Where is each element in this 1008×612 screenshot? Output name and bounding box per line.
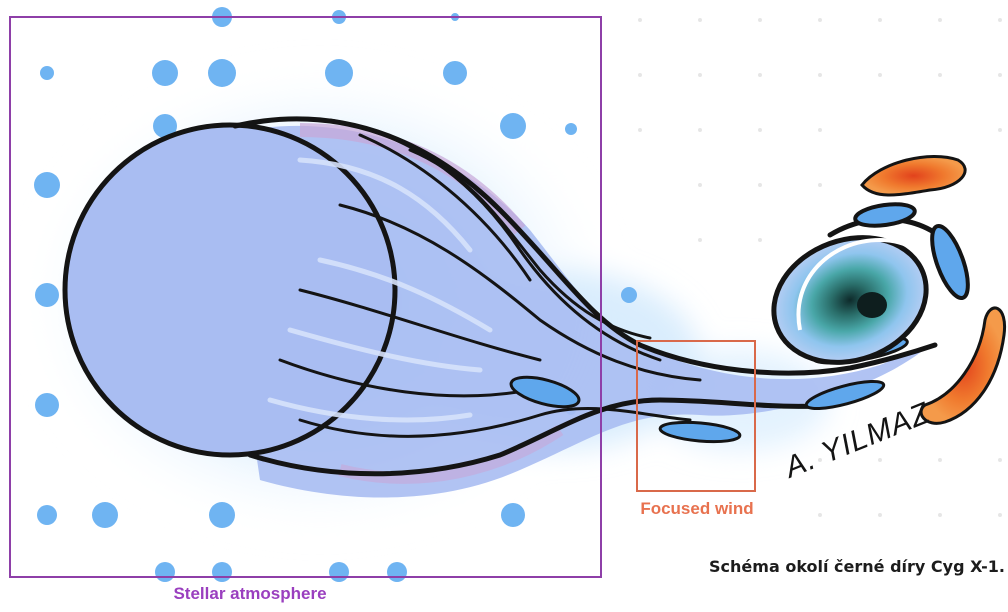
focused-wind-label: Focused wind <box>612 499 782 519</box>
figure-caption: Schéma okolí černé díry Cyg X-1. <box>660 557 1005 576</box>
stellar-atmosphere-label: Stellar atmosphere <box>150 584 350 604</box>
black-hole <box>857 292 887 318</box>
black-hole-disk <box>756 201 975 383</box>
star <box>65 125 395 455</box>
